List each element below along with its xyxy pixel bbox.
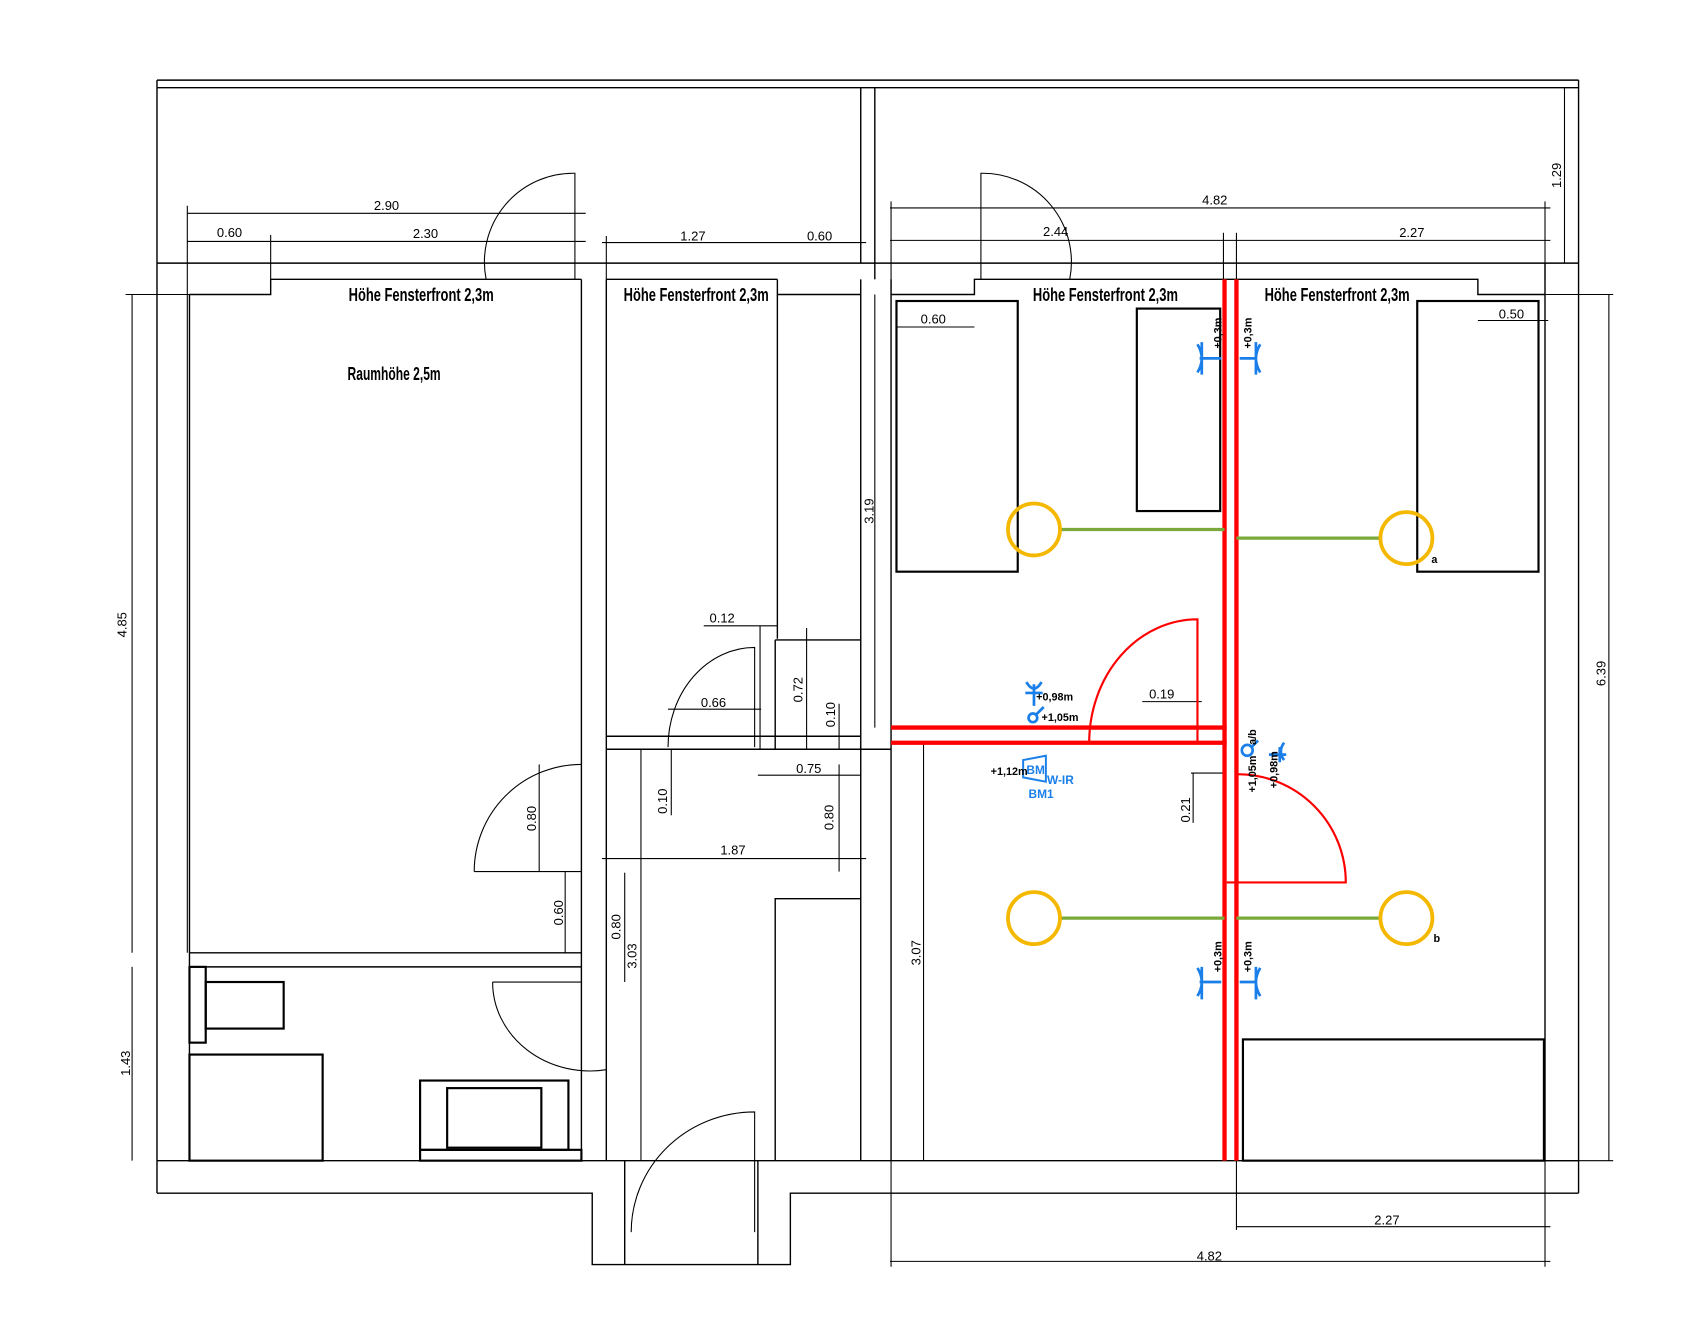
desk [204, 980, 285, 1030]
electrical-symbols [1022, 342, 1287, 1000]
dimension-label: 2.44 [1043, 224, 1068, 239]
window-height-label: Höhe Fensterfront 2,3m [349, 284, 494, 305]
sofa-base [419, 1148, 583, 1162]
socket-icon [1025, 681, 1043, 706]
room-height-label: Raumhöhe 2,5m [348, 363, 441, 384]
dimension-label: 2.27 [1374, 1213, 1399, 1228]
bed [895, 299, 1019, 573]
window-height-label: Höhe Fensterfront 2,3m [1033, 284, 1178, 305]
furniture [188, 299, 1546, 1162]
socket-icon [1268, 741, 1287, 763]
light-circuit-label: b [1433, 933, 1440, 945]
detector-type-label: W-IR [1047, 773, 1074, 787]
socket-height-label: +0,3m [1212, 941, 1224, 972]
sofa [419, 1079, 570, 1151]
dimension-label: 0.80 [822, 805, 837, 830]
motion-detector-icon [1022, 754, 1047, 783]
sofa-seat [446, 1087, 543, 1149]
window-height-label: Höhe Fensterfront 2,3m [624, 284, 769, 305]
dimension-label: 0.10 [655, 789, 670, 814]
dimension-label: 0.10 [823, 702, 838, 727]
pipes [891, 279, 1347, 1161]
window-height-label: Höhe Fensterfront 2,3m [1265, 284, 1410, 305]
ceiling-light-icon [1378, 510, 1435, 566]
socket-height-label: +0,98m [1036, 692, 1073, 704]
switch-type-label: a/b [1247, 729, 1259, 745]
bed [1241, 1038, 1546, 1162]
dimension-label: 0.80 [608, 914, 623, 939]
dimension-label: 4.82 [1202, 193, 1227, 208]
dimension-label: 0.60 [807, 228, 832, 243]
ceiling-light-icon [1006, 890, 1062, 947]
switch-height-label: +1,05m [1247, 756, 1259, 793]
switch-icon [1027, 706, 1045, 724]
doors [473, 172, 1072, 1233]
socket-height-label: +0,3m [1243, 941, 1255, 972]
dimension-label: 4.85 [115, 612, 130, 637]
dimension-label: 0.60 [217, 225, 242, 240]
dimension-label: 3.07 [908, 940, 923, 965]
dimension-label: 2.90 [374, 198, 399, 213]
dimension-label: 1.87 [720, 842, 745, 857]
walls [156, 79, 1580, 1266]
dimension-label: 1.29 [1549, 163, 1564, 188]
dimension-label: 1.27 [680, 228, 705, 243]
light-circuit-label: a [1431, 554, 1438, 566]
socket-icon [1196, 342, 1222, 375]
bed [1416, 299, 1540, 573]
dimension-label: 4.82 [1197, 1248, 1222, 1263]
socket-height-label: +0,3m [1243, 318, 1255, 349]
electrical-labels: +0,98m +1,05m +1,12m BM W-IR BM1 a/b +1,… [991, 318, 1441, 973]
dimension-label: 0.60 [551, 900, 566, 925]
dimension-label: 0.60 [921, 312, 946, 327]
ceiling-light-icon [1006, 501, 1062, 558]
detector-code-label: BM [1026, 763, 1045, 777]
dimension-label: 3.03 [625, 943, 640, 968]
dimension-label: 2.27 [1399, 225, 1424, 240]
dimension-label: 0.80 [524, 806, 539, 831]
dimension-label: 0.75 [796, 761, 821, 776]
bed [1135, 307, 1222, 513]
dimension-label: 0.66 [701, 695, 726, 710]
dimension-label: 0.72 [790, 677, 805, 702]
socket-icon [1239, 342, 1262, 375]
detector-height-label: +1,12m [991, 766, 1028, 778]
cabinet [188, 1053, 324, 1162]
dimension-label: 1.43 [118, 1051, 133, 1076]
ceiling-light-icon [1378, 890, 1435, 947]
socket-icon [1239, 966, 1262, 1000]
dimension-label: 0.21 [1178, 797, 1193, 822]
dimension-lines [125, 87, 1614, 1267]
dimension-label: 2.30 [413, 226, 438, 241]
socket-height-label: +0,3m [1212, 318, 1224, 349]
dimension-label: 0.19 [1149, 686, 1174, 701]
dimension-labels: 2.90 0.60 2.30 1.27 0.60 4.82 2.44 2.27 … [115, 163, 1609, 1263]
room-labels: Höhe Fensterfront 2,3m Höhe Fensterfront… [348, 284, 1410, 384]
dimension-label: 0.50 [1499, 306, 1524, 321]
detector-id-label: BM1 [1029, 787, 1054, 801]
dimension-label: 0.12 [710, 611, 735, 626]
dimension-label: 3.19 [862, 498, 877, 523]
dimension-label: 6.39 [1594, 661, 1609, 686]
switch-icon [1240, 739, 1260, 758]
socket-height-label: +0,98m [1269, 751, 1281, 788]
switch-height-label: +1,05m [1042, 712, 1079, 724]
desk [188, 965, 207, 1044]
lighting [1006, 501, 1435, 947]
socket-icon [1196, 966, 1222, 1000]
